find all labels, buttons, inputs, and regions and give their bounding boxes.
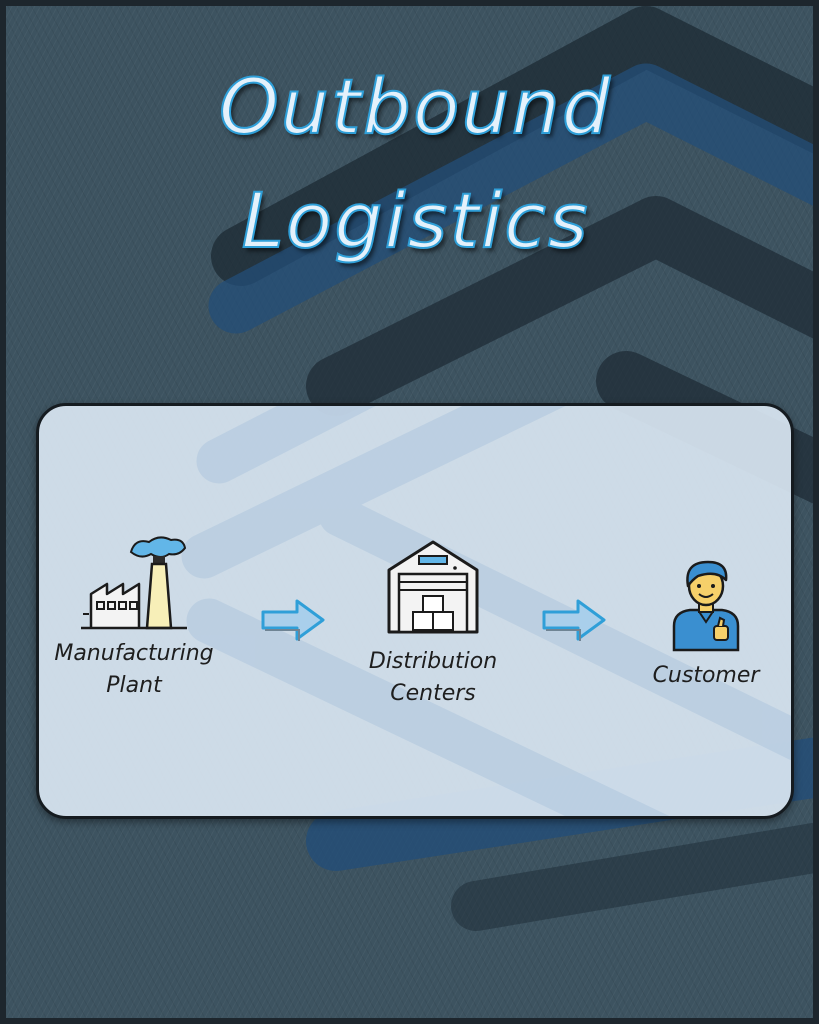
customer-icon — [672, 560, 740, 652]
step-manufacturing-plant: Manufacturing Plant — [39, 534, 229, 702]
step-customer: Customer — [631, 556, 781, 692]
arrow-right-icon — [261, 599, 325, 641]
title-line-1: Outbound — [218, 61, 613, 152]
step-label-line-2: Plant — [106, 673, 162, 698]
title-line-2: Logistics — [240, 175, 590, 266]
flow-panel: Manufacturing Plant Distribution Centers — [36, 403, 794, 819]
factory-icon — [81, 536, 187, 630]
step-label-line-1: Customer — [652, 663, 760, 688]
step-label-line-1: Manufacturing — [54, 641, 214, 666]
warehouse-icon — [387, 540, 479, 634]
background-chevrons — [208, 6, 813, 931]
arrow-right-icon — [542, 599, 606, 641]
step-label-line-2: Centers — [390, 681, 476, 706]
step-distribution-centers: Distribution Centers — [345, 538, 521, 710]
step-label-line-1: Distribution — [368, 649, 498, 674]
